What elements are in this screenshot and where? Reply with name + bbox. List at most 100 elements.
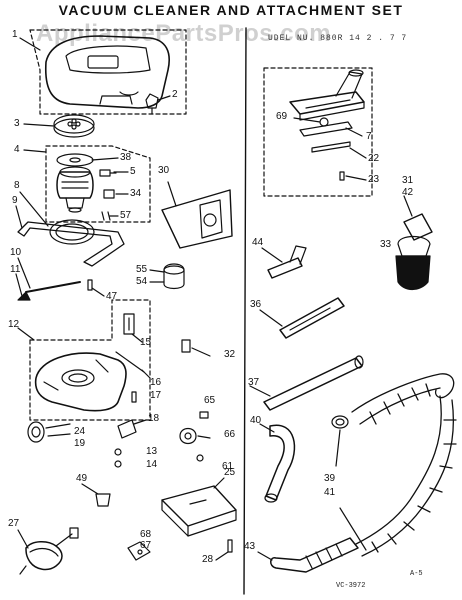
leader-49 xyxy=(81,483,99,495)
leader-27 xyxy=(17,529,29,549)
callout-66: 66 xyxy=(224,429,236,440)
leader-43 xyxy=(257,551,273,561)
callout-61: 61 xyxy=(222,461,234,472)
leader-55 xyxy=(149,269,165,273)
callout-4: 4 xyxy=(14,144,20,155)
callout-15: 15 xyxy=(140,337,152,348)
leader-23 xyxy=(345,175,367,181)
dusting-brush-part-33-42 xyxy=(395,213,433,291)
screw-part-23 xyxy=(339,171,345,181)
callout-12: 12 xyxy=(8,319,20,330)
leader-31 xyxy=(403,195,413,217)
filter-disc-part-3 xyxy=(53,114,95,138)
callout-17: 17 xyxy=(150,390,162,401)
drawing-number: VC-3972 xyxy=(336,582,366,590)
floor-tool-group-box xyxy=(263,67,373,197)
leader-40 xyxy=(259,423,275,433)
strip-part-22 xyxy=(311,141,351,153)
diagram-title: VACUUM CLEANER AND ATTACHMENT SET xyxy=(58,2,404,18)
callout-10: 10 xyxy=(10,247,22,258)
bracket-part-18 xyxy=(117,419,137,439)
callout-54: 54 xyxy=(136,276,148,287)
callout-57: 57 xyxy=(120,210,132,221)
brush-part-34 xyxy=(103,189,115,199)
model-number: UDEL NU. 880R 14 2 . 7 7 xyxy=(268,34,408,43)
callout-44: 44 xyxy=(252,237,264,248)
leader-12 xyxy=(17,327,35,341)
pin-part-17 xyxy=(131,391,137,403)
callout-19: 19 xyxy=(74,438,86,449)
leader-39 xyxy=(335,429,341,467)
base-housing-part xyxy=(34,352,127,412)
callout-67: 67 xyxy=(140,540,152,551)
callout-34: 34 xyxy=(130,188,142,199)
motor-assembly-part xyxy=(56,153,94,213)
callout-24: 24 xyxy=(74,426,86,437)
callout-1: 1 xyxy=(12,29,18,40)
hose-end-part-43 xyxy=(270,537,359,573)
clip-part-65 xyxy=(199,411,209,419)
dust-bag-part-30 xyxy=(161,189,233,249)
callout-42: 42 xyxy=(402,187,414,198)
callout-30: 30 xyxy=(158,165,170,176)
callout-31: 31 xyxy=(402,175,414,186)
leader-36 xyxy=(259,309,283,327)
callout-69: 69 xyxy=(276,111,288,122)
callout-55: 55 xyxy=(136,264,148,275)
bail-handle-part-9 xyxy=(17,221,125,267)
spring-part-57 xyxy=(101,211,111,221)
callout-3: 3 xyxy=(14,118,20,129)
callout-16: 16 xyxy=(150,377,162,388)
leader-30 xyxy=(167,181,177,207)
leader-7 xyxy=(345,127,363,137)
callout-18: 18 xyxy=(148,413,160,424)
sheet-label: A-5 xyxy=(410,570,423,578)
plug-part-32 xyxy=(181,339,191,353)
leader-10 xyxy=(17,257,31,289)
leader-37 xyxy=(249,385,271,397)
nut-part-61 xyxy=(196,454,204,462)
callout-43: 43 xyxy=(244,541,256,552)
callout-22: 22 xyxy=(368,153,380,164)
callout-39: 39 xyxy=(324,473,336,484)
leader-41 xyxy=(339,507,367,551)
rod-part-10 xyxy=(25,281,81,293)
top-cover-part xyxy=(45,35,170,109)
callout-2: 2 xyxy=(172,89,178,100)
coupling-part-39 xyxy=(331,415,349,429)
leader-25 xyxy=(213,477,225,489)
wand-part-37 xyxy=(263,355,364,411)
leader-8 xyxy=(19,191,49,227)
foot-part-49 xyxy=(95,493,111,507)
callout-27: 27 xyxy=(8,518,20,529)
leader-32 xyxy=(191,347,211,357)
crevice-tool-part-36 xyxy=(279,297,345,339)
gasket-part-8 xyxy=(49,219,95,245)
brush-strip-part-7 xyxy=(299,121,353,137)
power-cord-part-27 xyxy=(19,527,79,575)
wheel-part-24-19 xyxy=(27,421,71,443)
leader-16 xyxy=(141,369,151,379)
leader-44 xyxy=(261,247,283,263)
brush-holder-part-5 xyxy=(99,169,117,177)
leader-4 xyxy=(23,149,47,153)
leader-69 xyxy=(293,117,321,123)
floor-tool-part xyxy=(289,69,365,121)
callout-28: 28 xyxy=(202,554,214,565)
callout-65: 65 xyxy=(204,395,216,406)
callout-41: 41 xyxy=(324,487,336,498)
callout-23: 23 xyxy=(368,174,380,185)
clip-part-69 xyxy=(319,117,329,127)
leader-38 xyxy=(91,157,119,161)
bottom-plate-part-25 xyxy=(161,485,237,537)
leader-2 xyxy=(157,95,171,101)
leader-1 xyxy=(19,37,41,51)
leader-9 xyxy=(15,205,23,229)
callout-9: 9 xyxy=(12,195,18,206)
leader-28 xyxy=(215,551,229,561)
curved-wand-part-40 xyxy=(264,424,296,503)
callout-14: 14 xyxy=(146,459,158,470)
callout-68: 68 xyxy=(140,529,152,540)
callout-40: 40 xyxy=(250,415,262,426)
